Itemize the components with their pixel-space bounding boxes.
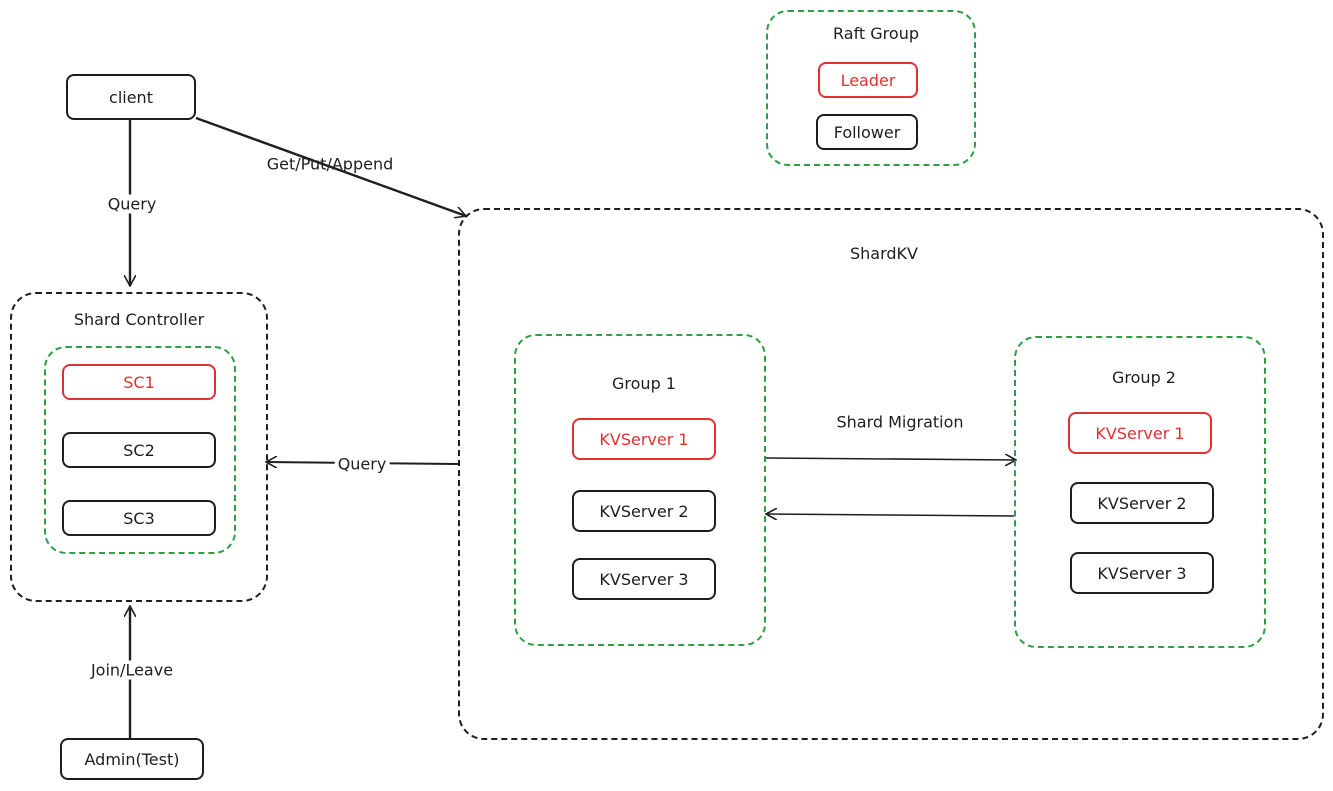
shardkv-region: [458, 208, 1324, 740]
group2-kvserver-2: KVServer 2: [1070, 482, 1214, 524]
shard-controller-region: [10, 292, 268, 602]
shardkv-query-label: Query: [334, 454, 390, 474]
legend-leader: Leader: [818, 62, 918, 98]
admin-ops-label: Join/Leave: [87, 660, 177, 680]
shardkv-title: ShardKV: [850, 244, 918, 263]
sc-node-2: SC2: [62, 432, 216, 468]
client-query-label: Query: [104, 194, 160, 214]
group1-region: [514, 334, 766, 646]
group2-kvserver-1: KVServer 1: [1068, 412, 1212, 454]
legend-title: Raft Group: [833, 24, 919, 43]
group1-kvserver-1: KVServer 1: [572, 418, 716, 460]
client-node: client: [66, 74, 196, 120]
migration-label: Shard Migration: [836, 412, 964, 432]
group2-kvserver-3: KVServer 3: [1070, 552, 1214, 594]
migration-arrow-back: [766, 514, 1015, 516]
migration-arrow-forward: [765, 458, 1016, 460]
group2-region: [1014, 336, 1266, 648]
group1-title: Group 1: [612, 374, 676, 393]
client-ops-arrow: [195, 116, 466, 216]
client-ops-label: Get/Put/Append: [266, 154, 394, 174]
raft-group-legend: [766, 10, 976, 166]
group1-kvserver-2: KVServer 2: [572, 490, 716, 532]
group1-kvserver-3: KVServer 3: [572, 558, 716, 600]
group2-title: Group 2: [1112, 368, 1176, 387]
sc-node-3: SC3: [62, 500, 216, 536]
shard-controller-raft-group: [44, 346, 236, 554]
sc-node-1: SC1: [62, 364, 216, 400]
admin-node: Admin(Test): [60, 738, 204, 780]
shard-controller-title: Shard Controller: [73, 310, 205, 329]
legend-follower: Follower: [816, 114, 918, 150]
